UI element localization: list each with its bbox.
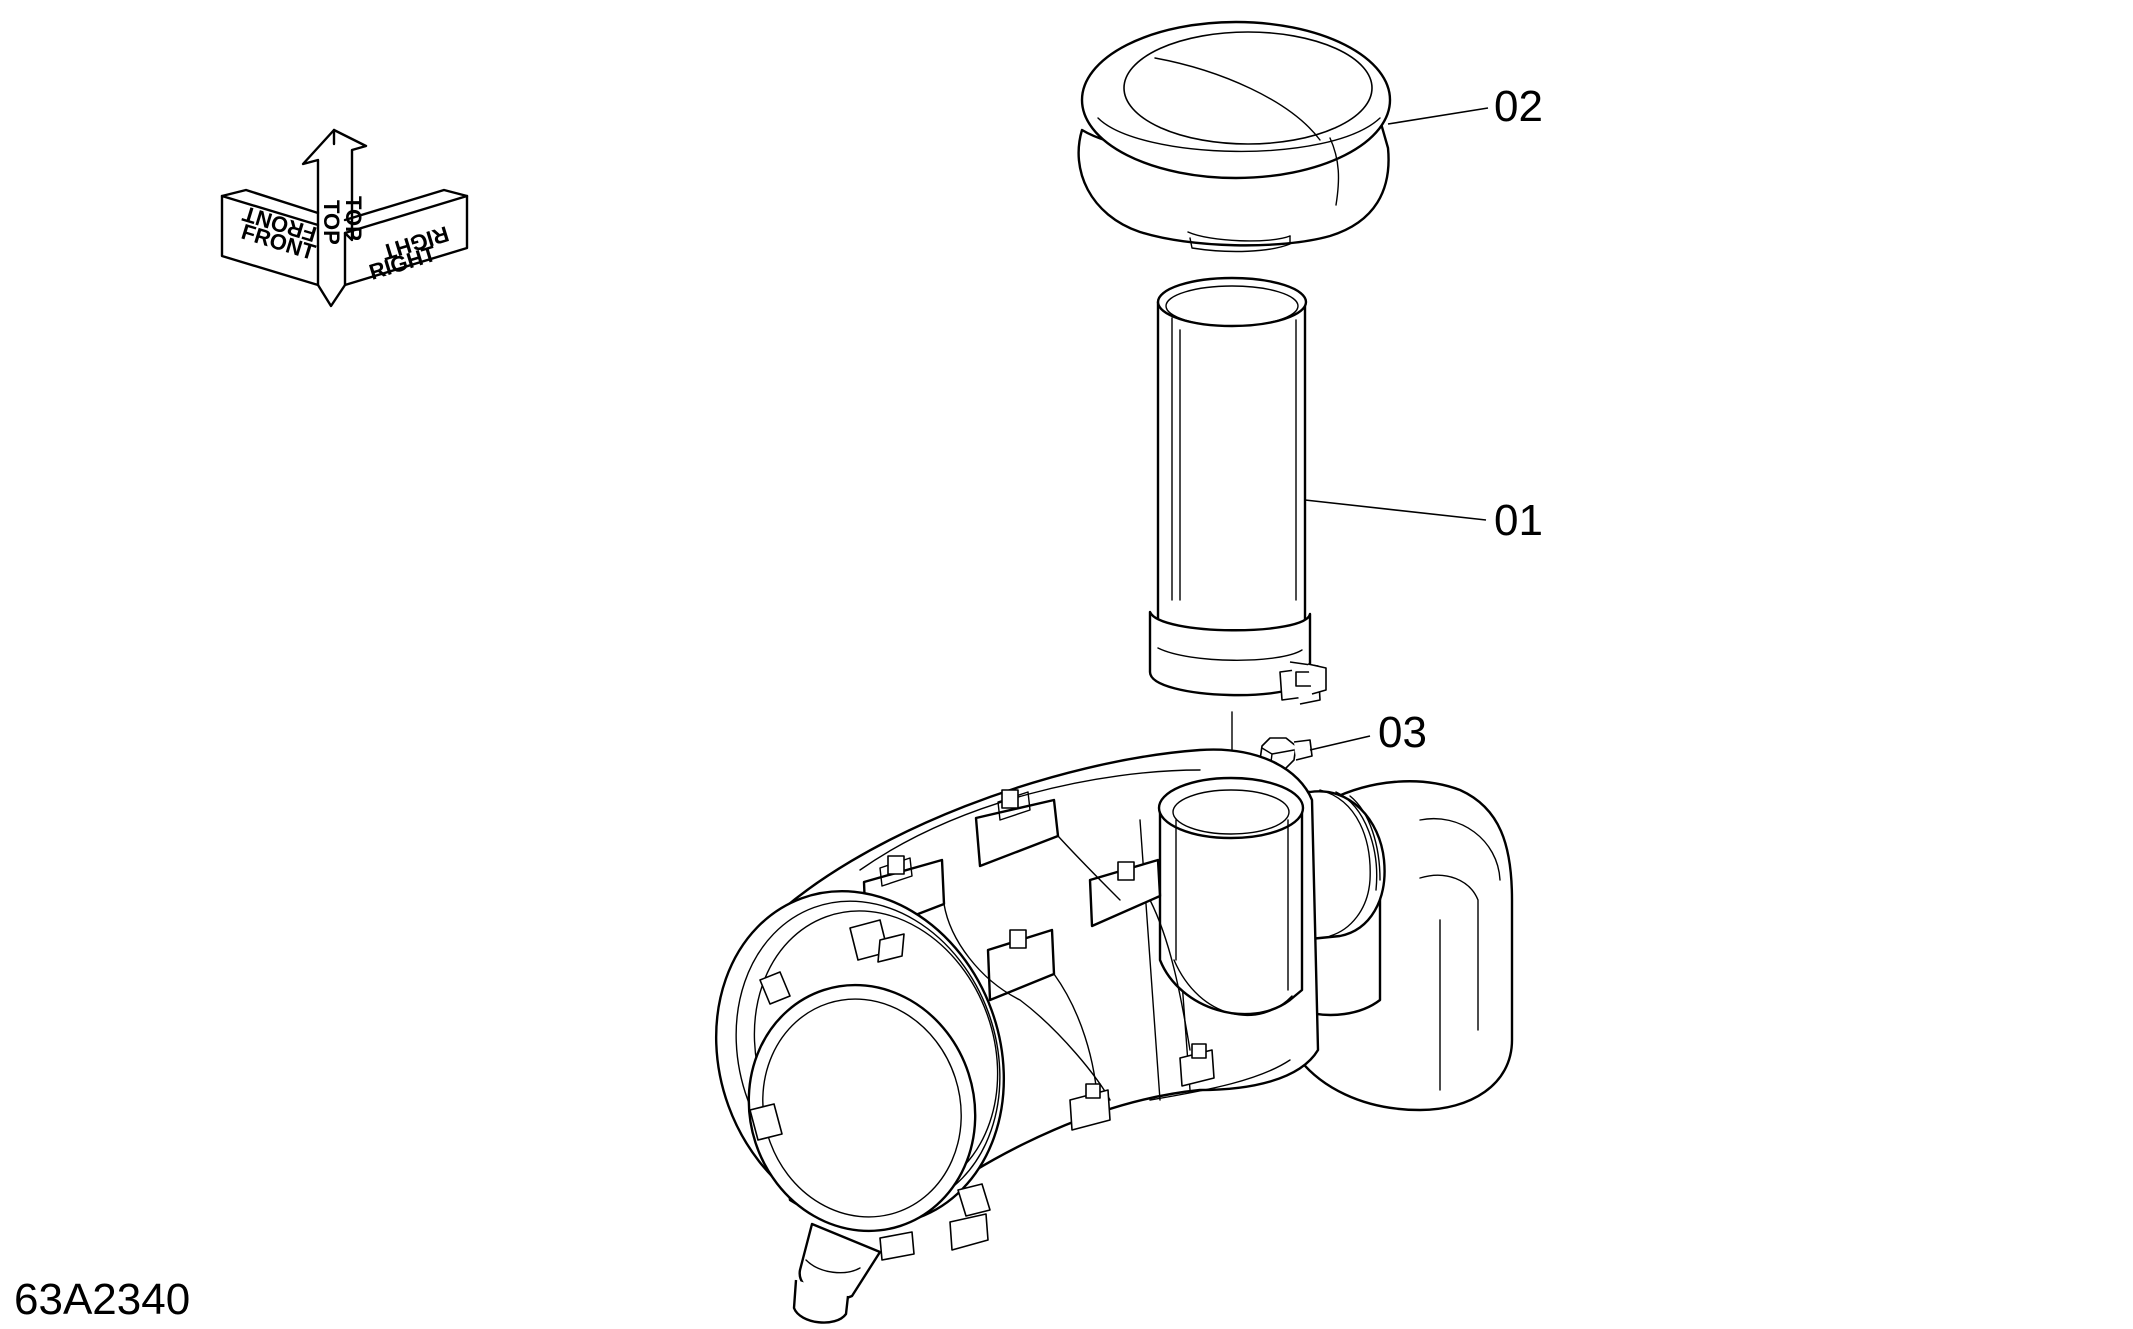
callout-03-label: 03 (1378, 708, 1427, 757)
front-cap-latch (877, 933, 905, 963)
callout-03-leader (1309, 735, 1371, 751)
orientation-indicator: FRONT FRONT TOP TOP RIGHT RIGHT (220, 128, 469, 308)
callout-02-label: 02 (1494, 82, 1543, 131)
callout-01-leader (1304, 499, 1487, 521)
callout-02-leader (1387, 107, 1489, 125)
drawing-number: 63A2340 (14, 1275, 191, 1324)
orientation-top-label: TOP (319, 200, 344, 245)
callout-01-label: 01 (1494, 496, 1543, 545)
rain-cap (1077, 20, 1392, 253)
intake-pipe (1148, 276, 1327, 705)
orientation-top-label-alt: TOP (341, 196, 366, 241)
air-cleaner-housing (714, 748, 1514, 1324)
